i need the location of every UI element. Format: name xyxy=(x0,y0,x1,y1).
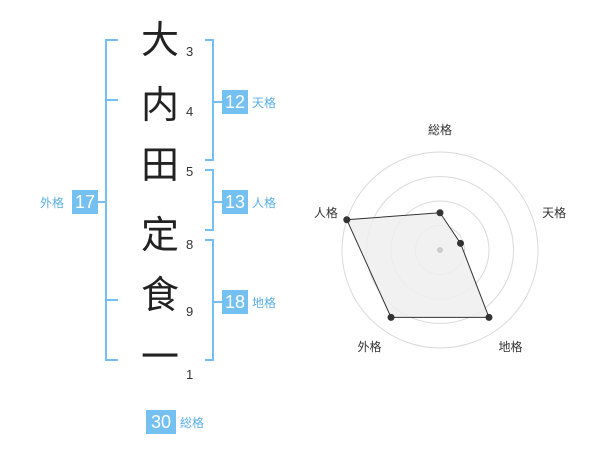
radar-axis-label-1: 総格 xyxy=(428,122,452,137)
radar-axis-label-5: 人格 xyxy=(314,205,338,220)
name-char-3: 田 xyxy=(140,143,179,187)
gaikaku-value-badge: 17 xyxy=(72,190,98,214)
name-char-4: 定 xyxy=(140,213,179,257)
name-char-1: 大 xyxy=(140,18,179,62)
chikaku-value-badge: 18 xyxy=(222,290,248,314)
name-char-5: 食 xyxy=(140,273,179,317)
gaikaku-bracket xyxy=(105,39,118,361)
radar-axis-label-4: 外格 xyxy=(357,339,381,354)
tenkaku-label: 天格 xyxy=(252,96,277,110)
jinkaku-value-badge: 13 xyxy=(222,190,248,214)
radar-point-5 xyxy=(343,216,351,224)
radar-point-4 xyxy=(387,313,395,321)
radar-axis-label-3: 地格 xyxy=(499,339,523,354)
stroke-count-1: 3 xyxy=(186,44,194,59)
radar-axis-label-2: 天格 xyxy=(542,205,566,220)
tenkaku-bracket xyxy=(205,39,214,161)
chikaku-label: 地格 xyxy=(252,296,277,310)
name-char-6: 一 xyxy=(140,335,179,379)
radar-point-3 xyxy=(485,313,493,321)
stroke-count-3: 5 xyxy=(186,164,194,179)
stroke-count-5: 9 xyxy=(186,304,194,319)
radar-ring-4 xyxy=(341,151,539,349)
gaikaku-label: 外格 xyxy=(40,196,65,210)
chikaku-bracket xyxy=(205,239,214,361)
jinkaku-label: 人格 xyxy=(252,196,277,210)
radar-area xyxy=(346,212,490,318)
radar-point-2 xyxy=(457,239,465,247)
soukaku-label: 総格 xyxy=(180,416,205,430)
tenkaku-value-badge: 12 xyxy=(222,90,248,114)
soukaku-value-badge: 30 xyxy=(146,410,176,434)
stroke-count-4: 8 xyxy=(186,237,194,252)
jinkaku-bracket xyxy=(205,169,214,231)
radar-point-1 xyxy=(436,209,444,217)
stroke-count-2: 4 xyxy=(186,104,194,119)
stroke-count-6: 1 xyxy=(186,367,194,382)
name-char-2: 内 xyxy=(140,83,179,127)
radar-center-dot xyxy=(437,247,443,253)
